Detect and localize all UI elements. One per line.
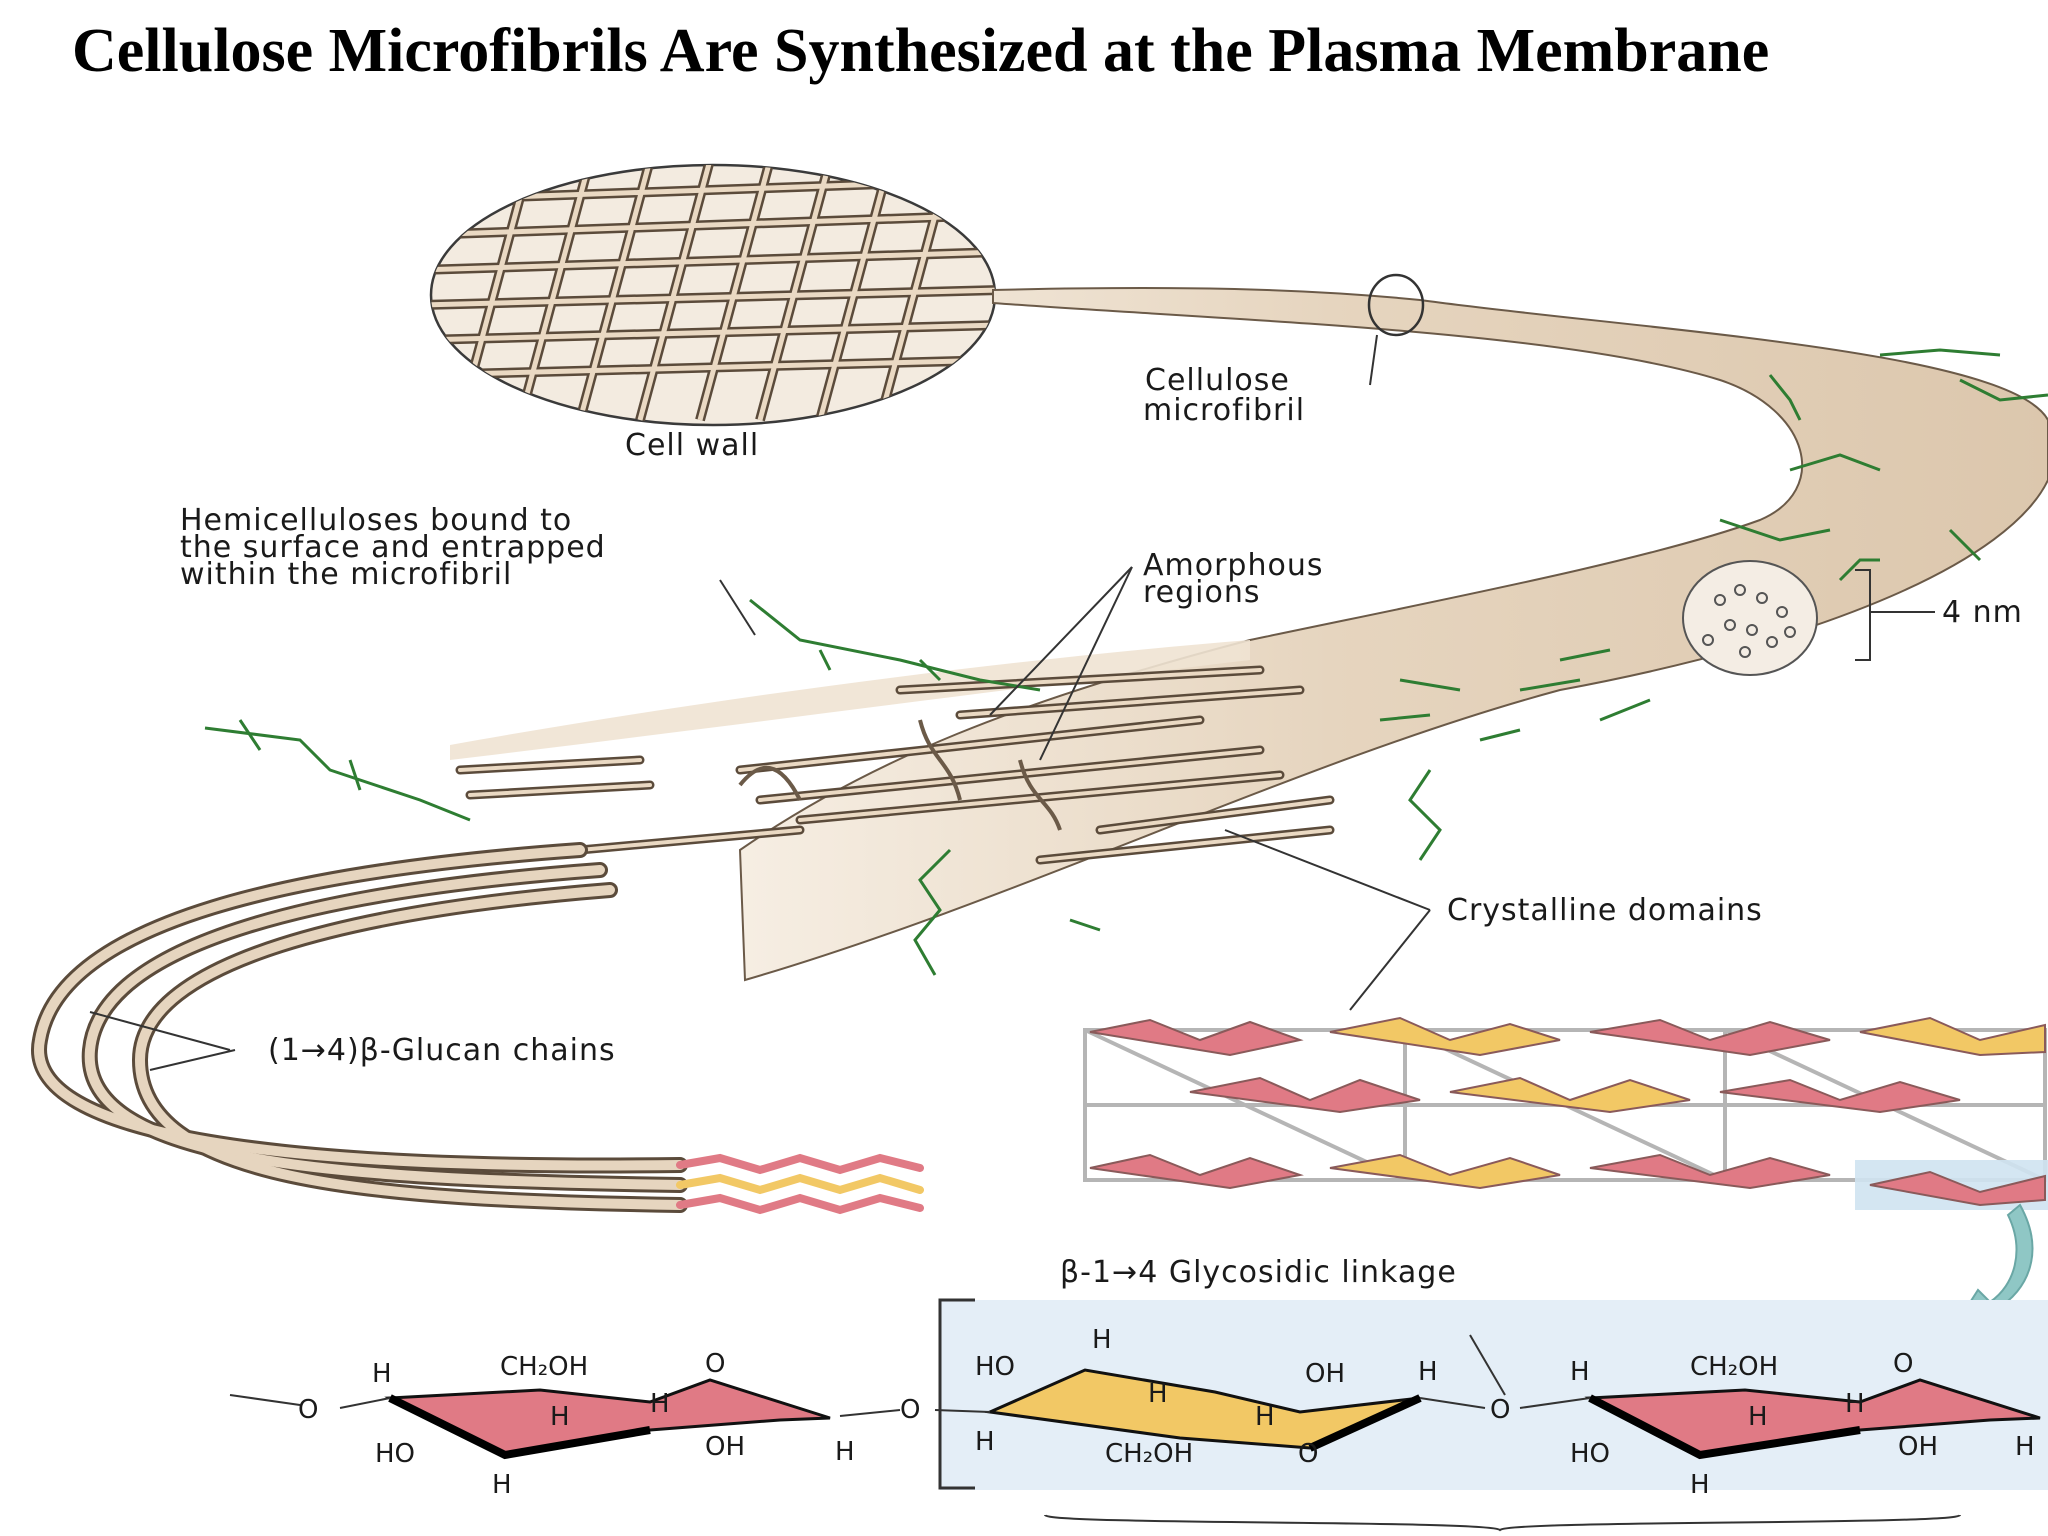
glucan-chains [31,842,924,1215]
hemicellulose-label-line2: the surface and entrapped [180,530,606,565]
svg-text:H: H [1845,1389,1865,1419]
svg-text:H: H [975,1427,995,1457]
svg-text:H: H [1418,1357,1438,1387]
svg-text:OH: OH [1305,1359,1345,1389]
diagram-labels: Cell wall Cellulose microfibril Hemicell… [180,363,2023,1290]
svg-text:H: H [1255,1402,1275,1432]
svg-text:OH: OH [1898,1432,1938,1462]
microfibril-label-line2: microfibril [1143,393,1305,428]
svg-text:H: H [650,1389,670,1419]
svg-text:H: H [2015,1432,2035,1462]
microfibril-label-line1: Cellulose [1145,363,1290,398]
svg-text:H: H [835,1437,855,1467]
svg-text:HO: HO [975,1352,1015,1382]
svg-text:H: H [1690,1470,1710,1500]
svg-text:O: O [1298,1439,1318,1469]
svg-text:OH: OH [705,1432,745,1462]
hemicellulose-label-line1: Hemicelluloses bound to [180,503,572,538]
svg-text:HO: HO [1570,1439,1610,1469]
crystalline-label: Crystalline domains [1447,893,1763,928]
cellulose-microfibril [450,273,2048,982]
svg-text:CH₂OH: CH₂OH [500,1352,588,1382]
glucan-label: (1→4)β-Glucan chains [268,1033,616,1068]
svg-text:H: H [1748,1402,1768,1432]
svg-text:O: O [1893,1349,1913,1379]
amorphous-label-line2: regions [1143,575,1261,610]
chemical-labels: H O HO H CH₂OH H H O OH H O HO H H H H C… [298,1325,2035,1500]
leader-lines [89,334,1935,1071]
linkage-label: β-1→4 Glycosidic linkage [1060,1255,1457,1290]
svg-text:H: H [1092,1325,1112,1355]
svg-text:H: H [550,1402,570,1432]
hemicellulose-strands [204,348,2048,976]
svg-text:CH₂OH: CH₂OH [1105,1439,1193,1469]
svg-text:O: O [1490,1395,1510,1425]
svg-text:H: H [1148,1379,1168,1409]
amorphous-region-strands [738,719,1062,831]
svg-text:O: O [900,1395,920,1425]
amorphous-label-line1: Amorphous [1143,548,1324,583]
svg-text:H: H [372,1359,392,1389]
page-title: Cellulose Microfibrils Are Synthesized a… [72,17,1770,85]
svg-text:O: O [705,1349,725,1379]
svg-text:O: O [298,1395,318,1425]
cell-wall-label: Cell wall [625,428,759,463]
svg-text:CH₂OH: CH₂OH [1690,1352,1778,1382]
svg-text:H: H [492,1470,512,1500]
svg-text:HO: HO [375,1439,415,1469]
cell-wall-magnifier [429,163,997,427]
glucose-chain-structure [229,1334,2041,1460]
diameter-label: 4 nm [1942,595,2023,630]
crystalline-lattice [1083,1016,2048,1210]
svg-text:H: H [1570,1357,1590,1387]
hemicellulose-label-line3: within the microfibril [180,557,512,592]
